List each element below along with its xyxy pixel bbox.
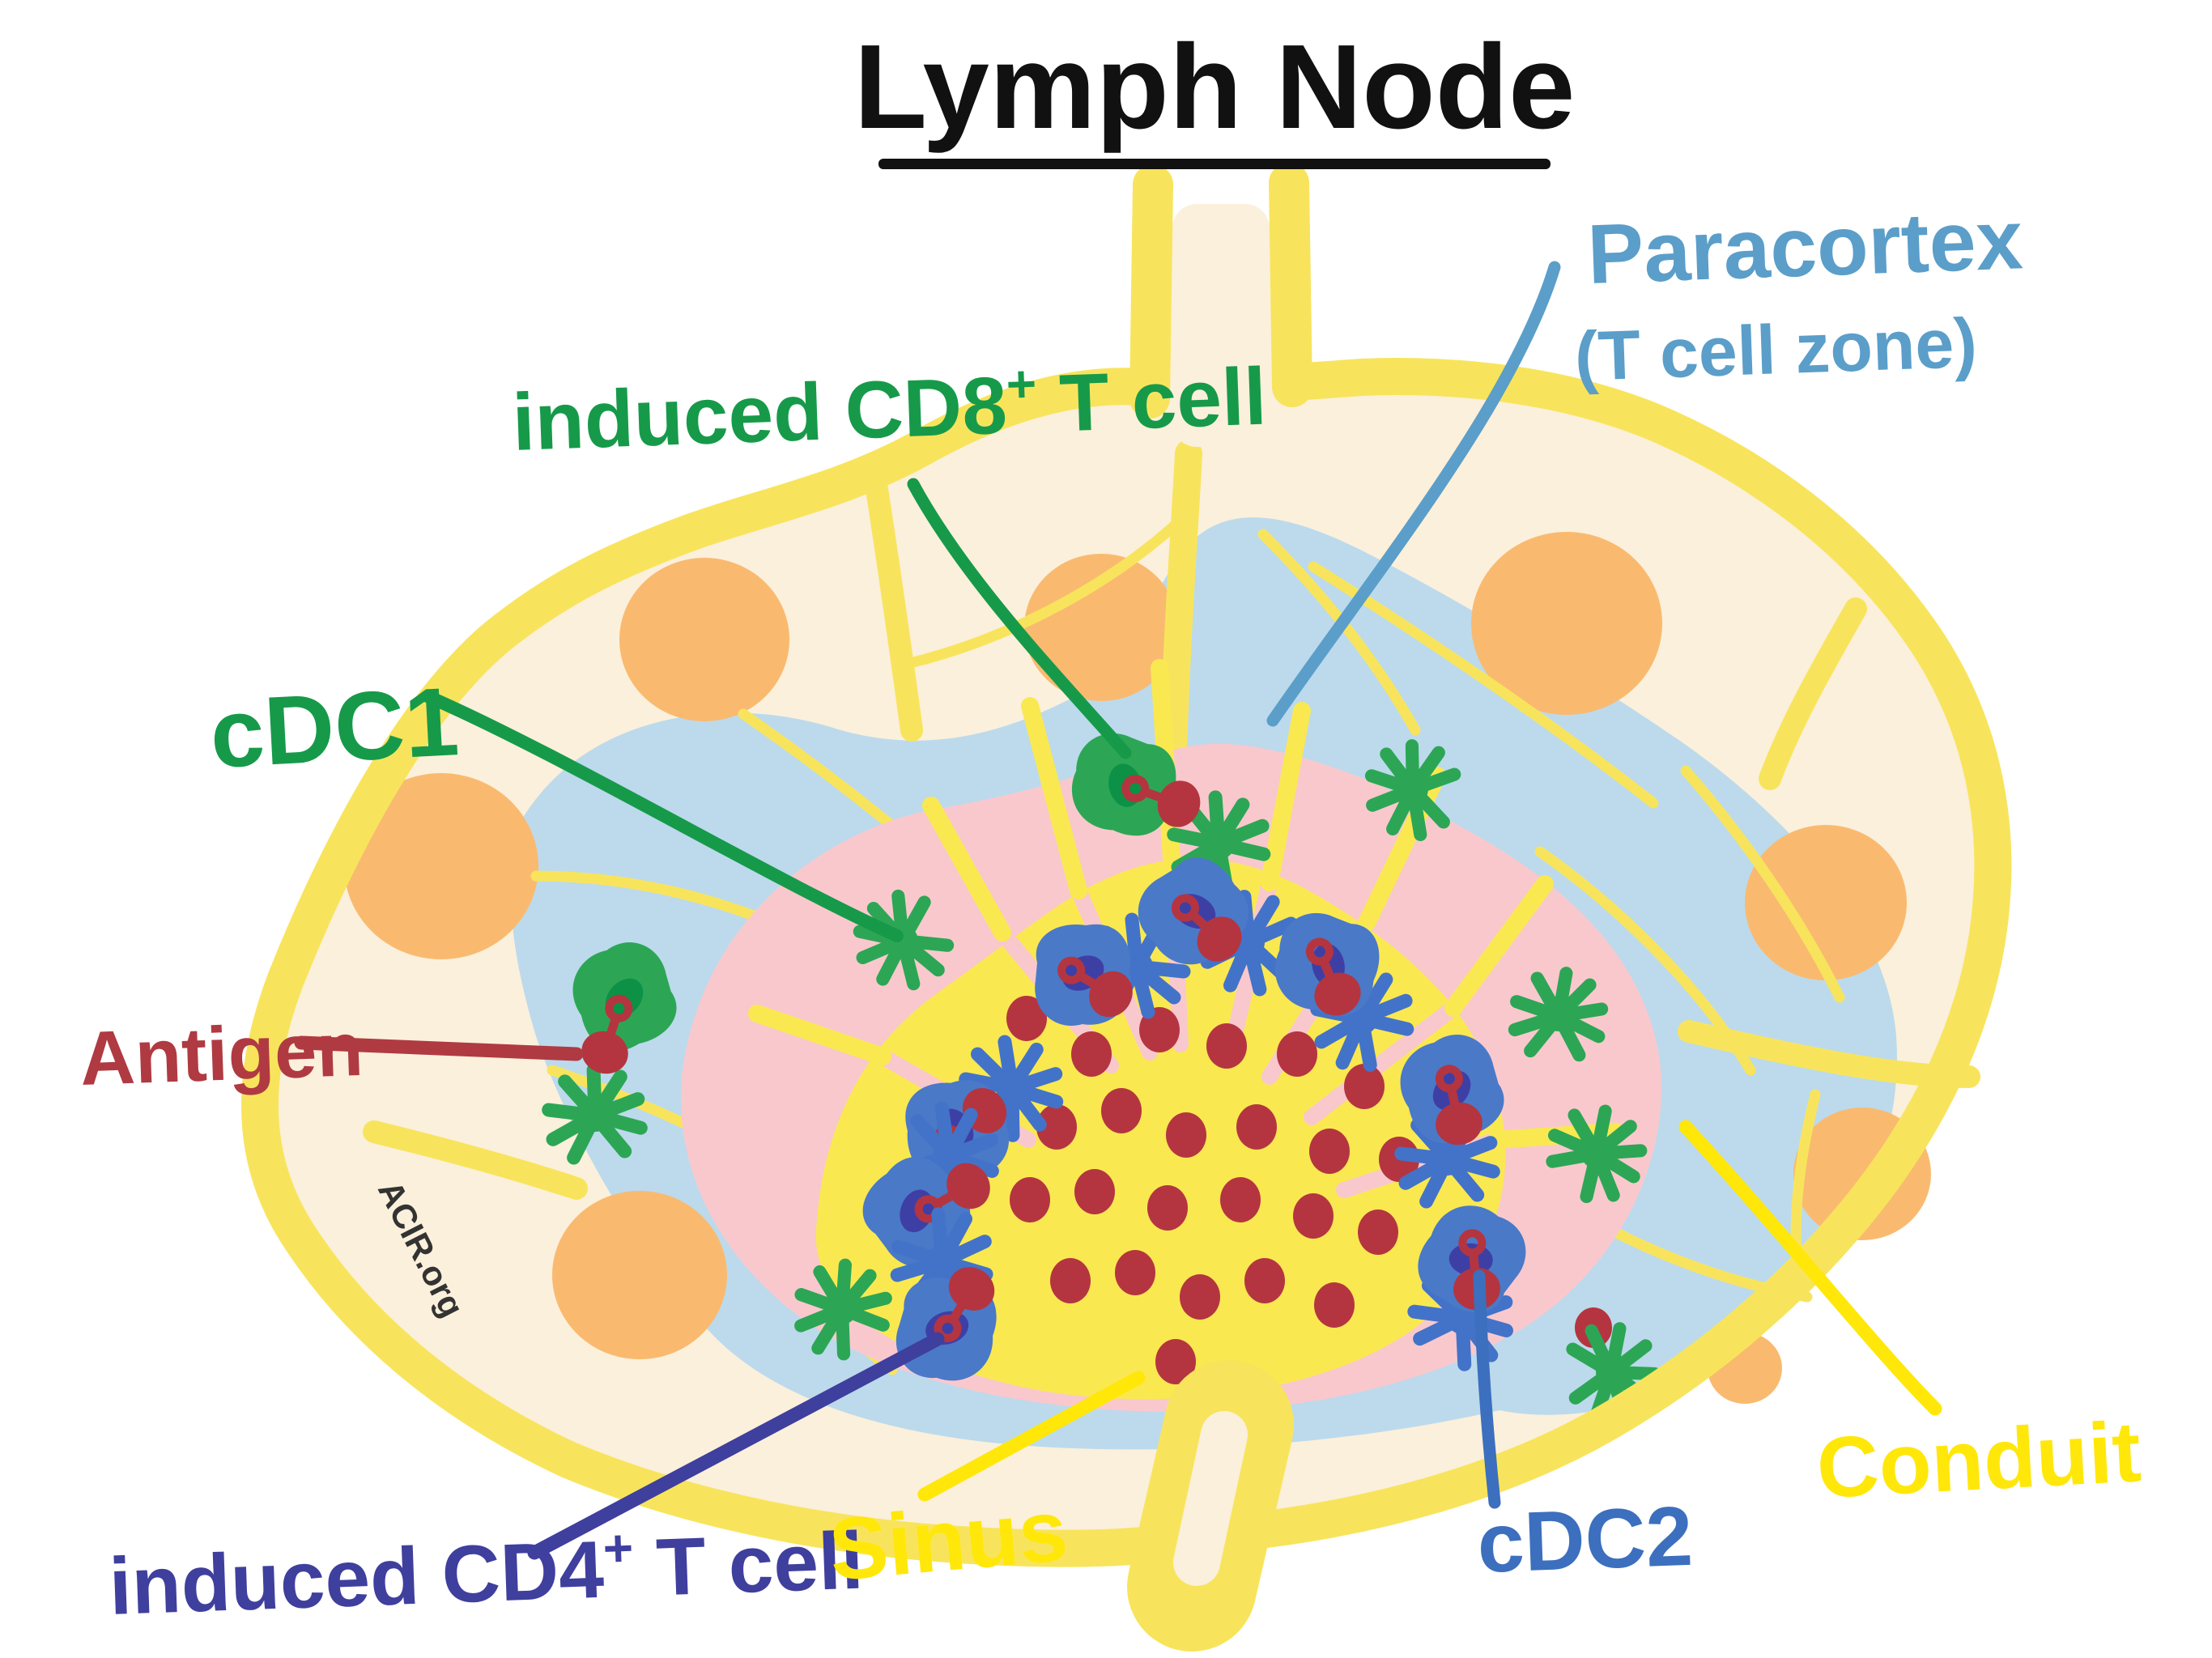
conduit-line xyxy=(1678,1120,1942,1416)
conduit xyxy=(1534,846,1756,1076)
antigen-dot xyxy=(1050,1258,1091,1303)
sinus-finger xyxy=(748,1005,891,1065)
antigen-dot xyxy=(1115,1250,1155,1295)
antigen-dot xyxy=(1147,1185,1188,1231)
sinus-finger xyxy=(1021,697,1087,899)
cdc2-line xyxy=(1473,1269,1501,1509)
follicle xyxy=(1745,825,1907,980)
cd4-superscript: + xyxy=(602,1518,634,1577)
antigen-dot xyxy=(1071,1031,1112,1077)
antigen-dot xyxy=(1036,1104,1077,1150)
follicle xyxy=(1024,554,1178,701)
label-cdc1: cDC1 xyxy=(207,667,461,789)
follicle xyxy=(1471,532,1662,715)
antigen-dot xyxy=(1101,1088,1142,1133)
cd4-label-text: induced CD4 xyxy=(108,1524,606,1632)
antigen-dot xyxy=(1206,1023,1247,1069)
label-sinus: Sinus xyxy=(825,1481,1070,1599)
cd8-label-text: induced CD8 xyxy=(511,360,1009,468)
cd4-line xyxy=(527,1332,945,1560)
antigen-dot xyxy=(1344,1064,1385,1109)
capsule xyxy=(241,358,2012,1567)
label-cdc2: cDC2 xyxy=(1476,1490,1695,1591)
conduit xyxy=(908,519,1181,668)
sinus-finger xyxy=(1261,702,1311,891)
sinus-streak xyxy=(1304,1000,1461,1125)
trabecula xyxy=(363,1120,588,1200)
paracortex-label-line1: Paracortex xyxy=(1586,193,2025,302)
antigen-dot xyxy=(1314,1282,1355,1328)
cdc1-line xyxy=(421,690,904,942)
antigen-dot xyxy=(1010,1177,1050,1222)
conduit xyxy=(1257,529,1421,736)
follicle xyxy=(344,773,538,959)
antigen-dot xyxy=(1180,1274,1220,1320)
antigen-dot xyxy=(1074,1169,1115,1214)
efferent-vessel-lumen xyxy=(1173,1411,1248,1586)
sinus-finger xyxy=(1444,875,1554,1017)
antigen-dot xyxy=(1309,1129,1350,1174)
conduit xyxy=(1680,765,1845,1003)
antigen-dot xyxy=(1166,1112,1206,1158)
antigen-dot xyxy=(1006,996,1047,1041)
antigen-dot xyxy=(1293,1193,1334,1239)
antigen-dot xyxy=(1155,1339,1196,1384)
antigen-dot xyxy=(1277,1031,1317,1077)
cd8-superscript: + xyxy=(1005,354,1037,413)
afferent-vessel-lumen xyxy=(1172,204,1270,447)
antigen-dot xyxy=(1220,1177,1261,1222)
node-artwork xyxy=(241,163,2012,1652)
antigen-dot xyxy=(1358,1209,1398,1255)
title-underline xyxy=(878,159,1551,169)
cd4-label-tail: T cell xyxy=(632,1516,865,1614)
antigen-line xyxy=(294,1035,584,1061)
cd8-label-tail: T cell xyxy=(1036,351,1268,450)
label-paracortex: Paracortex (T cell zone) xyxy=(1573,193,2024,396)
trabecula xyxy=(1759,597,1867,790)
antigen-dot xyxy=(1139,1007,1180,1052)
follicle xyxy=(619,558,789,721)
trabecula xyxy=(865,473,923,742)
paracortex-line xyxy=(1266,261,1561,727)
label-induced-cd4-tcell: induced CD4+ T cell xyxy=(108,1511,866,1632)
cd8-line xyxy=(907,478,1132,759)
label-antigen: Antigen xyxy=(79,1006,364,1101)
sinus-line xyxy=(917,1371,1146,1502)
sinus-finger xyxy=(922,797,1011,942)
antigen-dot xyxy=(1244,1258,1285,1303)
label-induced-cd8-tcell: induced CD8+ T cell xyxy=(511,346,1269,468)
afferent-vessel-wall xyxy=(1129,164,1173,419)
afferent-vessel-wall xyxy=(1269,163,1312,407)
paracortex-label-line2: (T cell zone) xyxy=(1573,304,1978,396)
page-title: Lymph Node xyxy=(854,20,1576,154)
antigen-dot xyxy=(1236,1104,1277,1150)
label-conduit: Conduit xyxy=(1814,1404,2143,1516)
follicle xyxy=(552,1191,727,1359)
